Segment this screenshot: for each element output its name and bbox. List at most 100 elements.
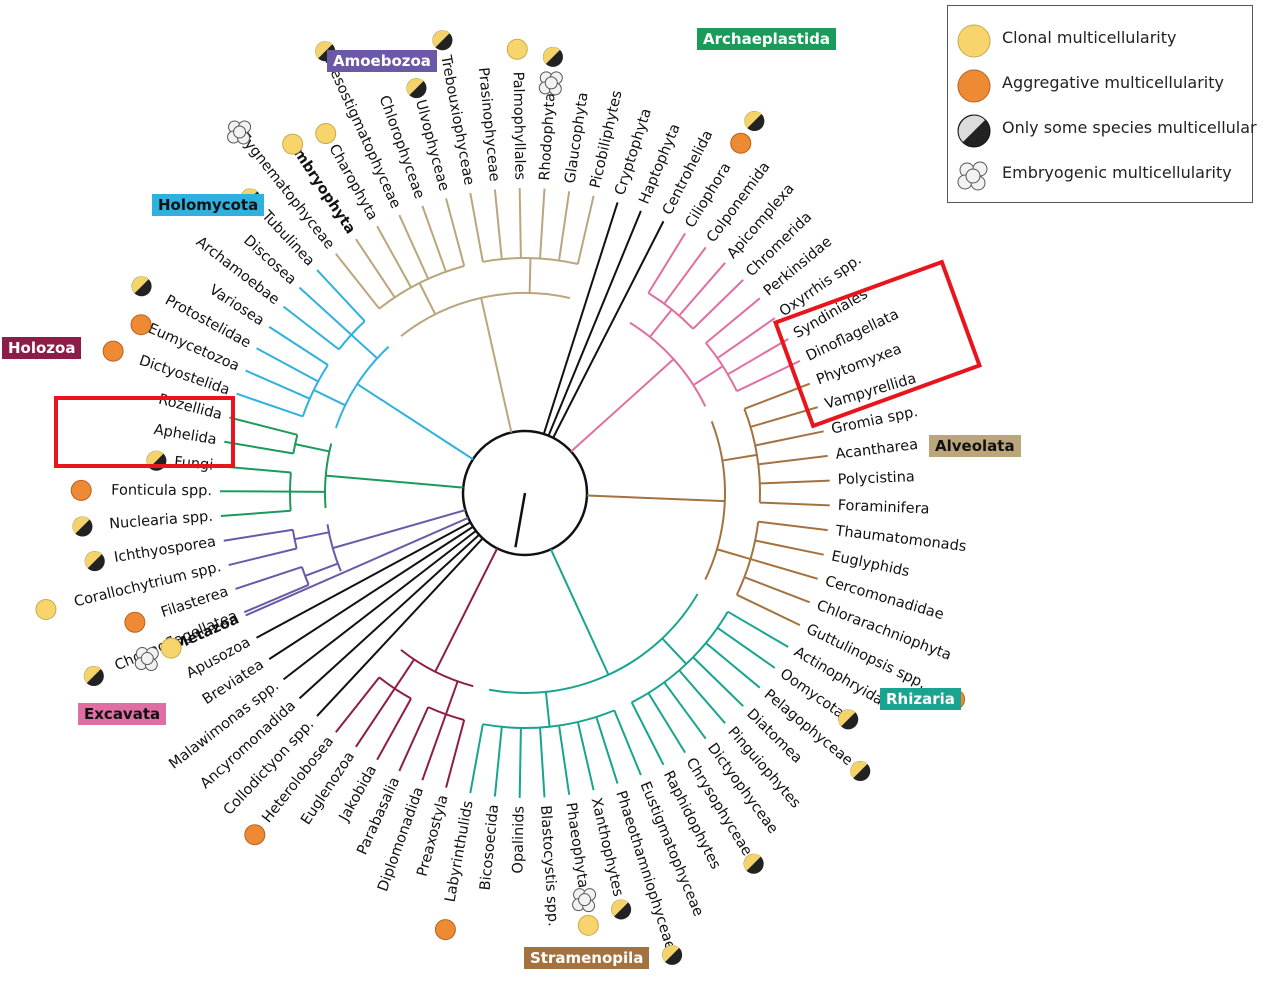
embryo-icon xyxy=(957,161,988,191)
partial-multicellular-icon xyxy=(84,551,105,572)
embryo-icon xyxy=(572,888,597,913)
tree-branch xyxy=(282,305,340,351)
tree-node-arc xyxy=(629,321,707,407)
tree-branch xyxy=(245,369,311,400)
tree-branch xyxy=(298,286,352,336)
legend: Clonal multicellularity Aggregative mult… xyxy=(947,5,1257,203)
aggregative-icon xyxy=(244,824,266,846)
tree-branch xyxy=(692,656,744,707)
tree-branch xyxy=(294,443,330,453)
tree-node-arc xyxy=(482,257,579,265)
tree-branch xyxy=(223,528,294,542)
tree-branch xyxy=(493,726,503,797)
taxon-label: Nuclearia spp. xyxy=(109,509,214,533)
taxon-label: Glaucophyta xyxy=(562,91,591,184)
legend-item-some-species: Only some species multicellular xyxy=(948,108,1257,148)
tree-branch xyxy=(224,440,294,455)
legend-label: Clonal multicellularity xyxy=(1002,28,1177,47)
partial-multicellular-icon xyxy=(542,46,563,67)
taxon-label: Bicosoecida xyxy=(478,804,502,891)
tree-branch xyxy=(514,492,527,548)
tree-node-arc xyxy=(326,524,342,572)
tree-node-arc xyxy=(400,649,474,688)
taxon-label: Palmophyllales xyxy=(510,71,528,180)
tree-branch xyxy=(613,709,642,776)
tree-branch xyxy=(376,698,412,761)
tree-branch xyxy=(595,716,619,784)
tree-node-arc xyxy=(400,292,571,337)
clonal-icon xyxy=(577,914,599,936)
legend-label: Only some species multicellular xyxy=(1002,118,1257,137)
tree-node-arc xyxy=(704,420,726,581)
tree-branch xyxy=(445,198,466,267)
partial-multicellular-icon xyxy=(850,761,871,782)
tree-branch xyxy=(282,530,477,681)
tree-branch xyxy=(469,724,484,794)
tree-branch xyxy=(576,721,595,791)
tree-branch xyxy=(678,669,726,724)
group-label-excavata: Excavata xyxy=(78,703,167,725)
taxon-label: Phaeophyta xyxy=(562,802,590,890)
taxon-label: Acantharea xyxy=(835,437,919,463)
partial-multicellular-icon xyxy=(83,666,104,687)
tree-branch xyxy=(705,642,761,689)
tree-node-arc xyxy=(338,320,366,351)
tree-branch xyxy=(393,658,415,690)
tree-branch xyxy=(418,282,437,315)
tree-branch xyxy=(376,225,412,288)
tree-branch xyxy=(528,258,532,294)
group-label-alveolata: Alveolata xyxy=(929,435,1021,457)
tree-branch xyxy=(552,220,665,439)
tree-branch xyxy=(722,453,758,462)
tree-node-arc xyxy=(743,408,761,503)
tree-branch xyxy=(727,610,789,648)
aggregative-icon xyxy=(434,919,456,941)
group-label-stramenopila: Stramenopila xyxy=(524,947,650,969)
embryo-icon xyxy=(134,647,159,672)
group-label-amoebozoa: Amoebozoa xyxy=(327,50,437,72)
group-label-rhizaria: Rhizaria xyxy=(880,688,961,710)
taxon-label: Opalinids xyxy=(510,806,527,874)
tree-node-arc xyxy=(482,709,615,729)
tree-branch xyxy=(256,521,471,639)
tree-node-arc xyxy=(488,593,699,694)
tree-branch xyxy=(268,326,329,366)
clonal-icon xyxy=(315,123,337,145)
tree-branch xyxy=(649,308,673,338)
partial-multicellular-icon xyxy=(72,516,93,537)
tree-branch xyxy=(647,232,686,294)
taxon-label: Fonticula spp. xyxy=(111,483,212,500)
tree-node-arc xyxy=(631,611,729,704)
tree-branch xyxy=(268,525,474,660)
tree-node-arc xyxy=(324,443,333,509)
embryo-icon xyxy=(227,120,252,145)
tree-branch xyxy=(421,205,447,273)
tree-branch xyxy=(744,576,811,604)
tree-branch xyxy=(759,479,830,485)
taxon-label: Blastocystis spp. xyxy=(537,805,561,927)
tree-branch xyxy=(754,430,824,447)
taxon-label: Polycistina xyxy=(837,469,915,488)
tree-branch xyxy=(294,531,330,541)
legend-label: Embryogenic multicellularity xyxy=(1002,163,1232,182)
tree-branch xyxy=(398,706,430,772)
tree-branch xyxy=(356,383,474,461)
tree-branch xyxy=(256,347,319,383)
tree-branch xyxy=(235,565,303,590)
tree-branch xyxy=(228,547,297,567)
tree-branch xyxy=(570,358,675,453)
tree-node-arc xyxy=(705,342,738,392)
root-ring xyxy=(461,429,589,557)
tree-branch xyxy=(245,516,469,617)
tree-branch xyxy=(298,534,480,700)
tree-branch xyxy=(586,494,725,503)
tree-branch xyxy=(518,727,522,798)
tree-branch xyxy=(558,725,571,795)
group-label-holomycota: Holomycota xyxy=(152,194,265,216)
taxon-label: Foraminifera xyxy=(837,498,929,518)
group-label-holozoa: Holozoa xyxy=(2,337,82,359)
tree-branch xyxy=(727,338,789,376)
clonal-icon xyxy=(506,38,528,60)
tree-branch xyxy=(705,297,761,344)
taxon-label: Prasinophyceae xyxy=(475,67,502,183)
